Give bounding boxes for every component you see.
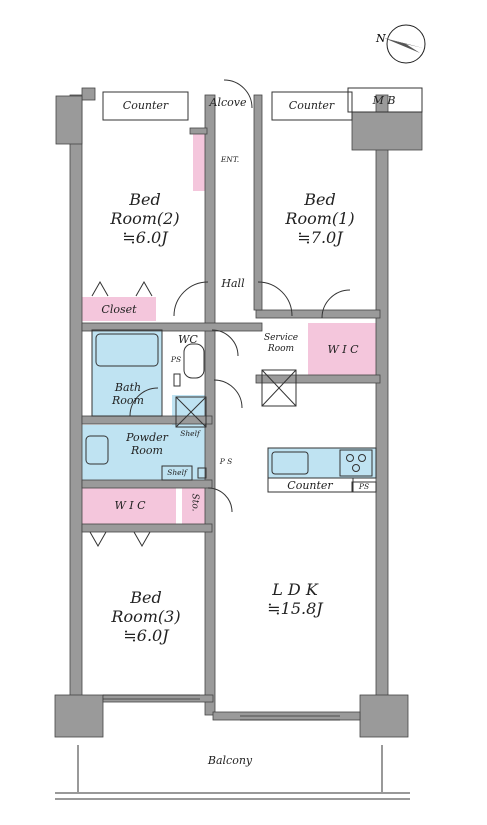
sto-area [182, 488, 206, 524]
wic-bed1-label: W I C [327, 343, 359, 356]
sto-label: Sto. [189, 493, 200, 512]
windows [103, 694, 340, 721]
wic-bed3-label: W I C [114, 499, 146, 512]
alcove-label: Alcove [209, 96, 247, 109]
ent-shoe-closet [193, 133, 207, 191]
ldk-name: L D K [272, 580, 318, 599]
wc-label: WC [178, 333, 198, 346]
closet-area [82, 297, 156, 321]
bed3-name2: Room(3) [111, 607, 181, 626]
bath-area [92, 330, 162, 416]
bath-room-name: Bath [114, 381, 142, 394]
wic-bed1-area [308, 323, 377, 375]
ps-powder-label: P S [219, 457, 233, 466]
counter-bed1-label: Counter [288, 99, 335, 112]
bed1-size: ≒7.0J [297, 228, 343, 247]
ldk-size: ≒15.8J [267, 599, 323, 618]
bed1-name2: Room(1) [285, 209, 355, 228]
powder-area [82, 425, 206, 480]
ps-kitchen-label: PS [358, 482, 370, 491]
service-room-name: Service [263, 333, 299, 343]
counter-kitchen-label: Counter [287, 479, 333, 492]
ps-bath-label: PS [170, 355, 182, 364]
bed2-size: ≒6.0J [122, 228, 168, 247]
bed3-name: Bed [130, 588, 162, 607]
bed3-size: ≒6.0J [123, 626, 169, 645]
kitchen-counter-area [268, 448, 376, 478]
bed2-name2: Room(2) [110, 209, 180, 228]
wic-bed3-area [82, 488, 176, 524]
door-swings [89, 79, 351, 548]
ent-label: ENT. [220, 155, 240, 164]
compass-icon: N [375, 24, 426, 64]
north-label: N [375, 32, 386, 45]
counter-bed2-label: Counter [122, 99, 169, 112]
bed2-name: Bed [129, 190, 161, 209]
bed1-name: Bed [304, 190, 336, 209]
shelf-bath-label: Shelf [180, 429, 200, 438]
powder-room-name2: Room [131, 444, 163, 457]
powder-room-name: Powder [126, 431, 168, 444]
closet-label: Closet [101, 303, 137, 316]
balcony-label: Balcony [207, 754, 253, 767]
bath-room-name2: Room [112, 394, 144, 407]
service-room-name2: Room [267, 344, 295, 354]
mb-label: M B [372, 94, 396, 107]
shelf-powder-label: Shelf [167, 468, 187, 477]
hall-label: Hall [221, 277, 245, 290]
interior-lines [55, 87, 423, 800]
